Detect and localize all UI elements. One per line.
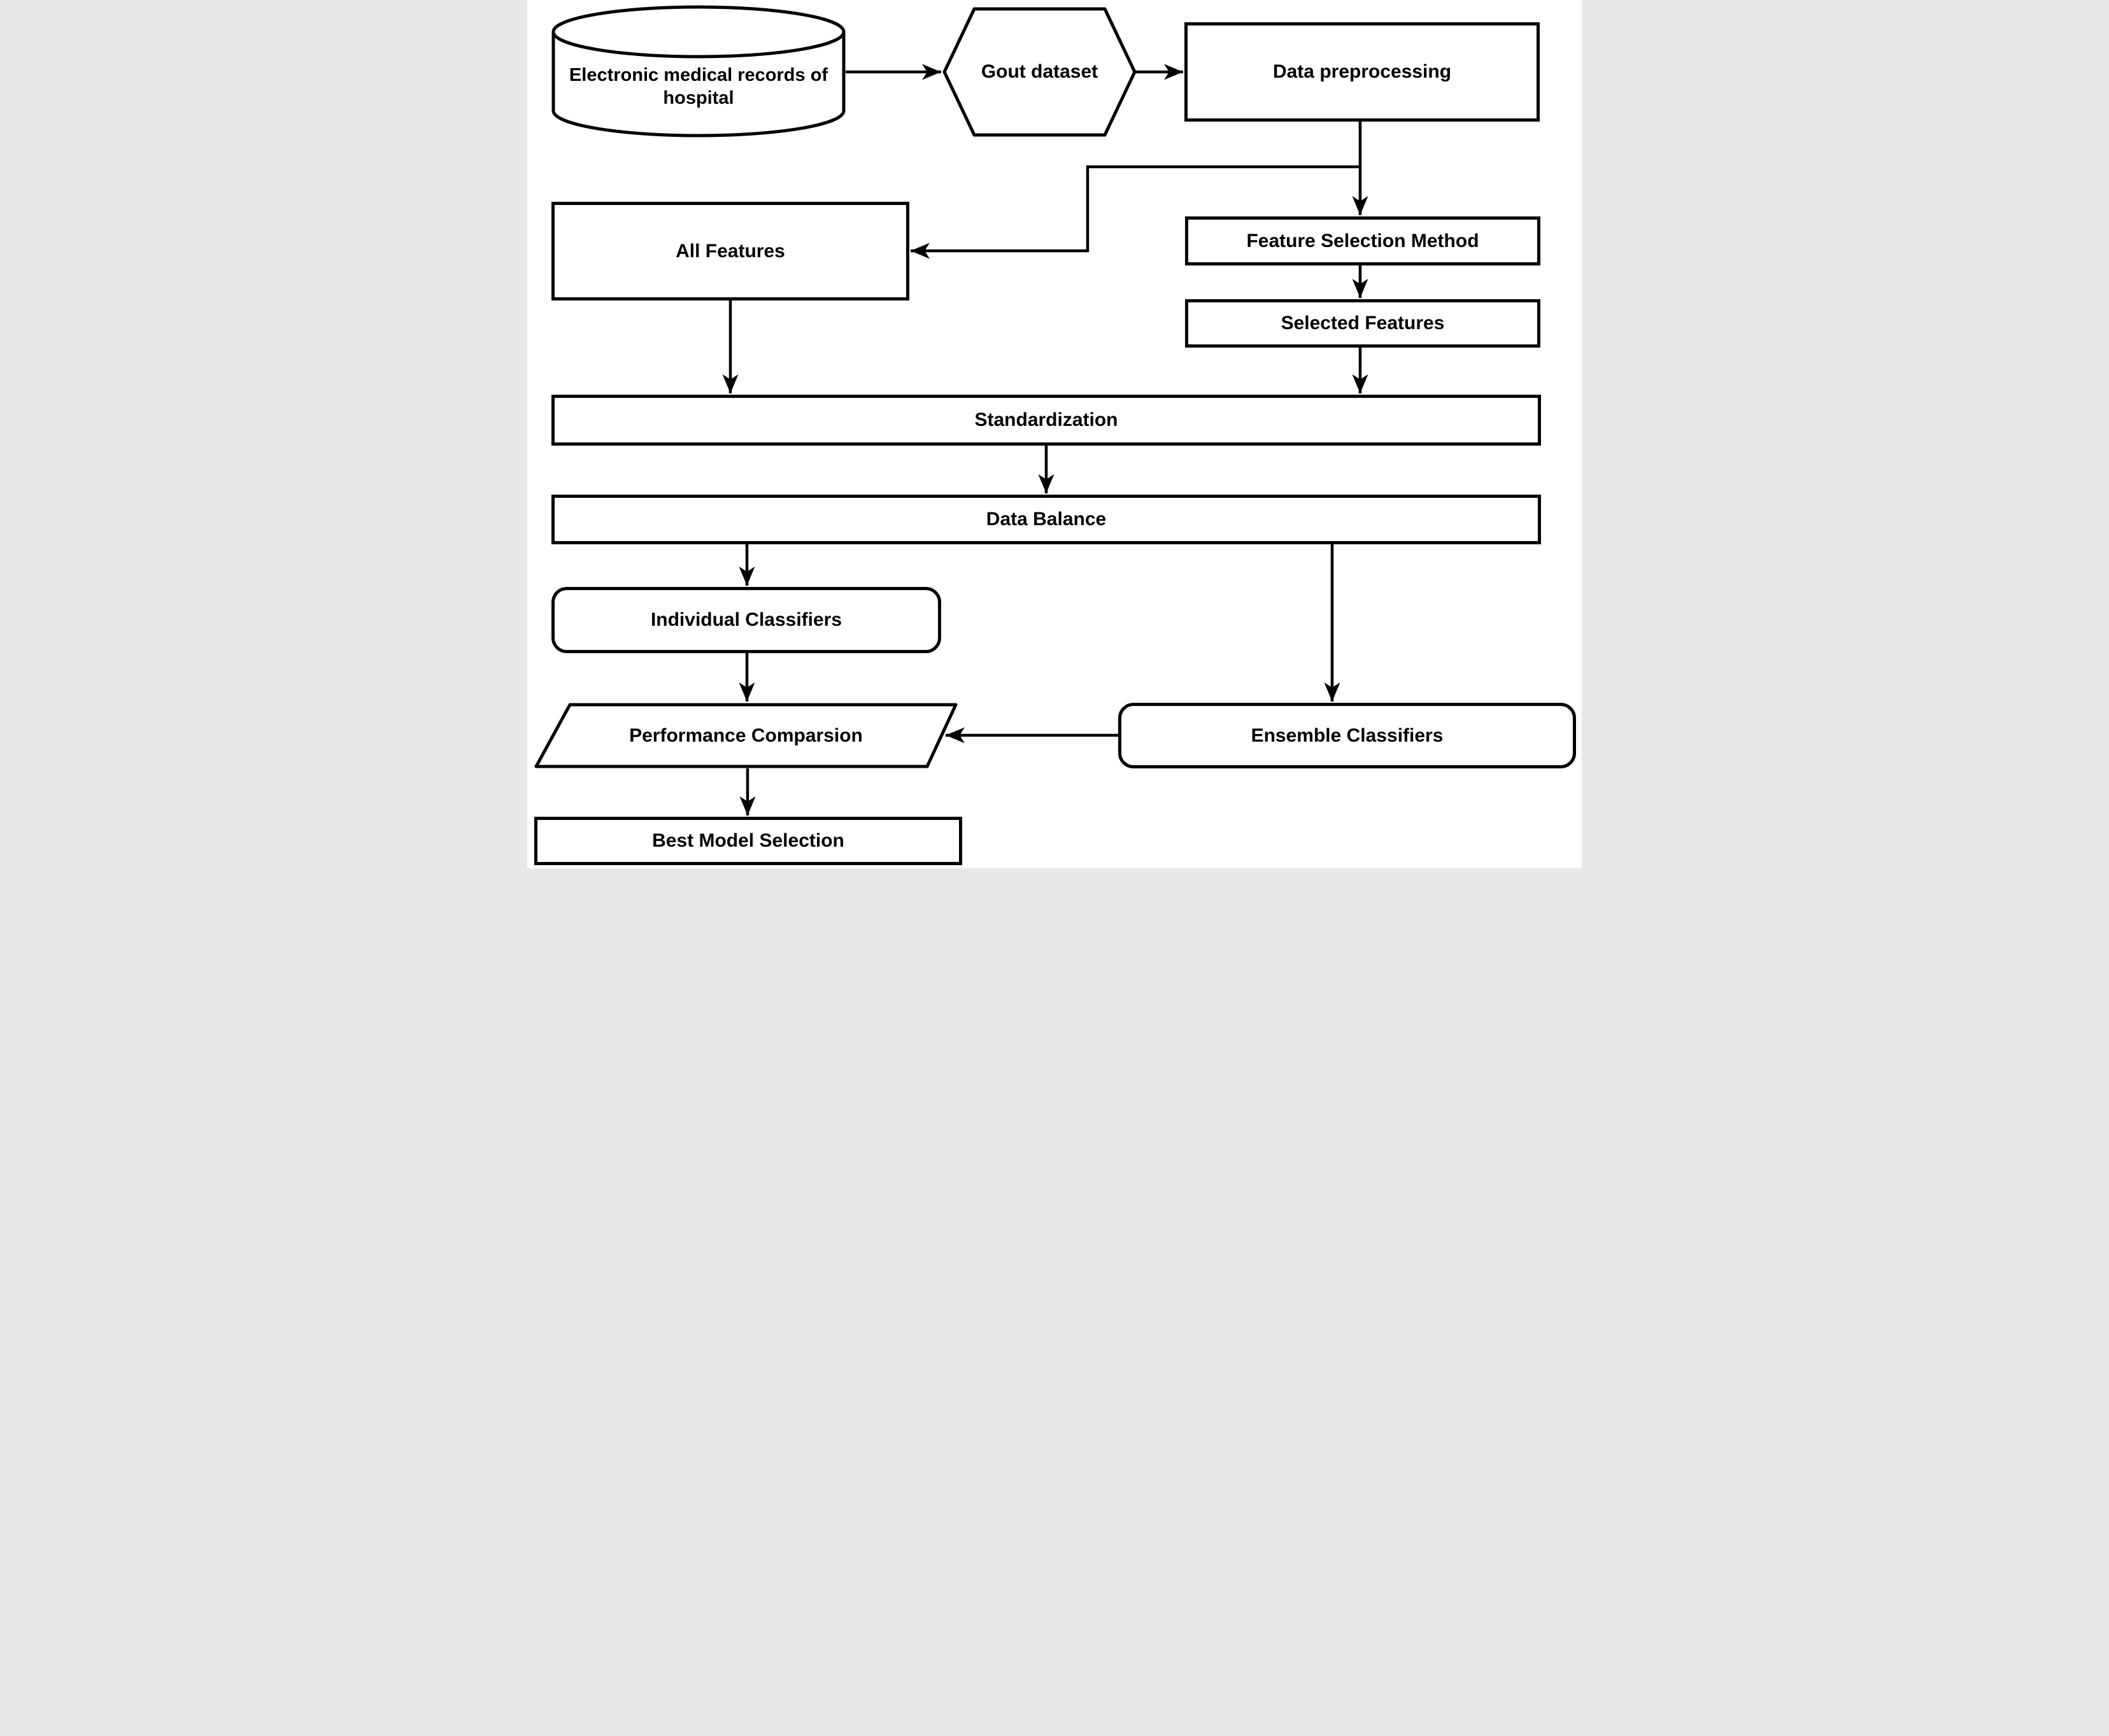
node-data-preprocessing: Data preprocessing (1184, 22, 1540, 122)
cylinder-shape-icon (551, 5, 846, 138)
node-ensemble-classifiers: Ensemble Classifiers (1118, 703, 1576, 768)
node-label: Best Model Selection (652, 830, 844, 852)
node-individual-classifiers: Individual Classifiers (551, 587, 941, 653)
node-label: Individual Classifiers (650, 609, 842, 631)
node-feature-selection-method: Feature Selection Method (1185, 216, 1540, 265)
node-electronic-medical-records: Electronic medical records of hospital (551, 5, 846, 138)
node-label: Feature Selection Method (1246, 230, 1479, 251)
node-label: Ensemble Classifiers (1251, 724, 1444, 746)
node-label: Data preprocessing (1272, 61, 1452, 83)
edge-preprocessing-to-all-features (911, 165, 1360, 259)
node-best-model-selection: Best Model Selection (534, 817, 962, 865)
flowchart-canvas: Electronic medical records of hospital G… (527, 0, 1582, 868)
node-label: Selected Features (1281, 313, 1445, 334)
node-label: Data Balance (986, 509, 1107, 530)
node-label: Standardization (974, 409, 1118, 431)
node-performance-comparison: Performance Comparsion (534, 703, 958, 768)
hexagon-shape-icon (942, 7, 1137, 137)
node-label: Performance Comparsion (629, 724, 863, 746)
node-data-balance: Data Balance (551, 495, 1541, 544)
connectors-layer (722, 64, 1368, 815)
node-label: All Features (676, 240, 785, 262)
node-standardization: Standardization (551, 395, 1541, 446)
node-label: Gout dataset (981, 61, 1098, 83)
parallelogram-shape-icon (534, 703, 958, 768)
node-gout-dataset: Gout dataset (942, 6, 1137, 138)
node-all-features: All Features (551, 202, 909, 300)
node-label: Electronic medical records of hospital (569, 64, 828, 108)
node-selected-features: Selected Features (1185, 299, 1540, 348)
